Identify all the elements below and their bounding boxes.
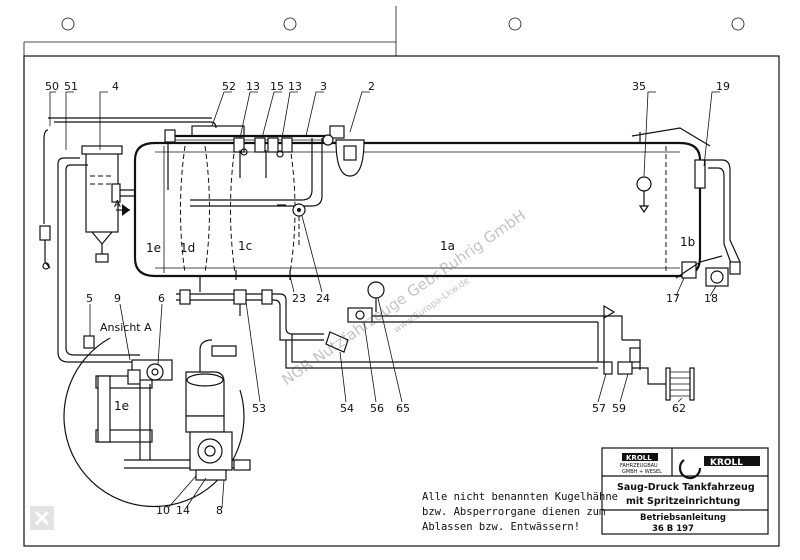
callout-51: 51 [64, 80, 78, 93]
detail-view-a [63, 337, 251, 508]
doc-line-2: 36 B 197 [652, 524, 694, 534]
callout-13-right: 13 [288, 80, 302, 93]
kroll-logo-right [704, 456, 760, 466]
drawing-note: Alle nicht benannten Kugelhähne bzw. Abs… [422, 491, 618, 533]
title-line-1: Saug-Druck Tankfahrzeug [617, 482, 755, 493]
callout-19: 19 [716, 80, 730, 93]
title-line-2: mit Spritzeinrichtung [626, 496, 740, 507]
callout-13-left: 13 [246, 80, 260, 93]
left-pipework [39, 117, 217, 363]
logo-text-right: KROLL [710, 458, 743, 468]
callout-59: 59 [612, 402, 626, 415]
callout-50: 50 [45, 80, 59, 93]
section-labels: 1a 1b 1c 1d 1e 1e [114, 235, 695, 413]
hose-reel [617, 339, 695, 401]
top-manifold [164, 125, 330, 190]
note-line-3: Ablassen bzw. Entwässern! [422, 521, 580, 533]
section-1a: 1a [440, 239, 455, 253]
doc-line-1: Betriebsanleitung [640, 513, 726, 523]
section-1d: 1d [180, 241, 195, 255]
callout-65: 65 [396, 402, 410, 415]
callout-35: 35 [632, 80, 646, 93]
section-1e: 1e [146, 241, 161, 255]
callout-57: 57 [592, 402, 606, 415]
level-indicator [277, 203, 306, 246]
logo-sub-left-2: GMBH + WESEL [622, 469, 662, 475]
callout-18: 18 [704, 292, 718, 305]
valve-5 [83, 335, 95, 349]
callout-17: 17 [666, 292, 680, 305]
logo-text-left: KROLL [626, 454, 652, 462]
rear-valves [631, 127, 741, 287]
pre-separator [81, 145, 136, 263]
callout-4: 4 [112, 80, 119, 93]
callout-labels: 50 51 4 52 13 15 13 3 2 35 19 5 9 6 53 2… [45, 80, 730, 517]
pressure-gauge [636, 176, 652, 214]
corner-logo-icon [30, 506, 54, 530]
title-block: KROLL FAHRZEUGBAU GMBH + WESEL KROLL Sau… [601, 447, 769, 535]
spray-assembly [325, 281, 623, 375]
callout-5: 5 [86, 292, 93, 305]
logo-sub-left-1: FAHRZEUGBAU [620, 463, 658, 469]
callout-10: 10 [156, 504, 170, 517]
note-line-1: Alle nicht benannten Kugelhähne [422, 491, 618, 503]
callout-3: 3 [320, 80, 327, 93]
bottom-pipework [176, 289, 340, 369]
callout-62: 62 [672, 402, 686, 415]
section-1e-detail: 1e [114, 399, 129, 413]
arrow-a-label: A [114, 199, 121, 210]
note-line-2: bzw. Absperrorgane dienen zum [422, 506, 605, 518]
view-a-label: Ansicht A [100, 321, 152, 334]
dome-valve [190, 125, 365, 207]
callout-8: 8 [216, 504, 223, 517]
callout-23: 23 [292, 292, 306, 305]
callout-2: 2 [368, 80, 375, 93]
punch-holes [61, 17, 745, 31]
kroll-logo-left [622, 453, 658, 461]
callout-14: 14 [176, 504, 190, 517]
leader-lines [49, 91, 720, 509]
callout-15: 15 [270, 80, 284, 93]
callout-53: 53 [252, 402, 266, 415]
section-1b: 1b [680, 235, 695, 249]
callout-6: 6 [158, 292, 165, 305]
callout-52: 52 [222, 80, 236, 93]
callout-54: 54 [340, 402, 354, 415]
callout-9: 9 [114, 292, 121, 305]
callout-24: 24 [316, 292, 330, 305]
callout-56: 56 [370, 402, 384, 415]
section-1c: 1c [238, 239, 252, 253]
kroll-swoosh-icon [678, 459, 702, 480]
drawing-frame [23, 6, 780, 547]
